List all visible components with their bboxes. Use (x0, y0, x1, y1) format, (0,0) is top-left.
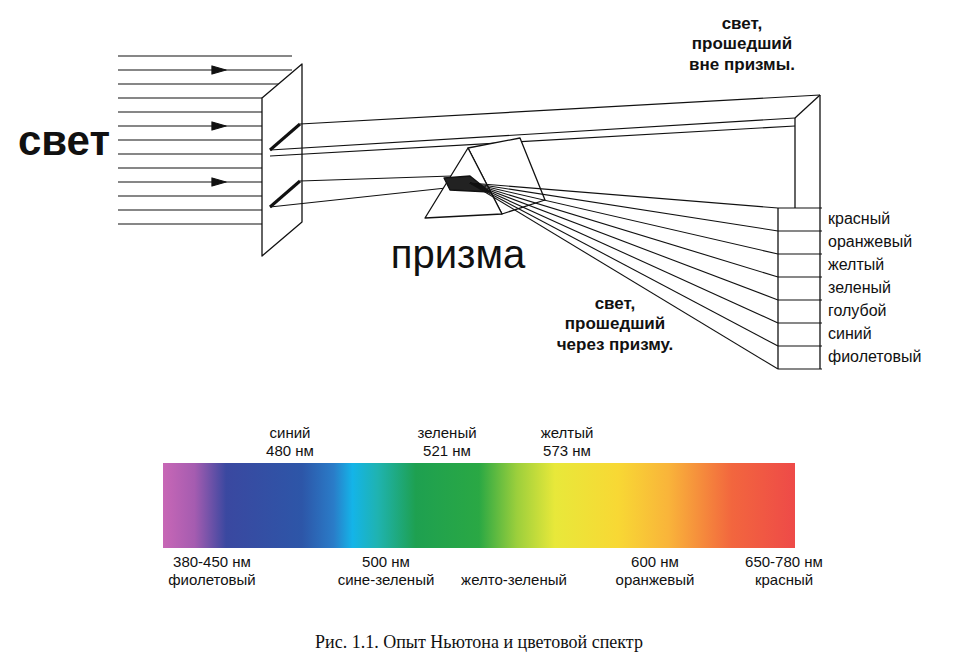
screen-box (819, 95, 820, 369)
spectrum-label: 480 нм (266, 442, 314, 460)
color-name: голубой (828, 301, 887, 320)
prism (425, 148, 502, 218)
outside-beam (270, 126, 795, 156)
outside-beam (300, 95, 820, 124)
light-ray (118, 83, 292, 84)
upper-slit (270, 124, 300, 150)
ray-arrowhead (212, 122, 226, 130)
spectrum-band-edge (778, 368, 822, 369)
spectrum-label: синий (270, 424, 311, 442)
spectrum-label: зеленый (417, 424, 476, 442)
spectrum-label: оранжевый (616, 571, 695, 589)
spectrum-label: красный (755, 571, 813, 589)
screen-box (794, 118, 795, 208)
light-ray (118, 69, 292, 70)
spectrum-band-edge (778, 207, 822, 208)
spectrum-label: 600 нм (631, 553, 679, 571)
spectrum-label: желто-зеленый (461, 571, 567, 589)
outside-beam (270, 118, 795, 150)
screen-box (795, 95, 820, 118)
spectrum-label: 521 нм (423, 442, 471, 460)
ray-arrowhead (212, 178, 226, 186)
part-name: призма (391, 230, 525, 278)
spectrum-band-edge (778, 345, 822, 346)
prism-experiment (118, 56, 822, 369)
lower-slit (270, 181, 300, 207)
spectrum-label: 500 нм (362, 553, 410, 571)
spectrum-band-edge (778, 322, 822, 323)
ray-arrowhead (212, 66, 226, 74)
color-name: фиолетовый (828, 347, 921, 366)
color-name: оранжевый (828, 232, 912, 251)
light-note: свет, прошедший вне призмы. (686, 14, 798, 75)
slit-screen (262, 64, 302, 256)
color-name: синий (828, 324, 872, 343)
figure-caption: Рис. 1.1. Опыт Ньютона и цветовой спектр (315, 632, 643, 653)
spectrum-bar (163, 463, 795, 548)
part-name: свет (18, 116, 110, 166)
spectrum-band-edge (778, 230, 822, 231)
spectrum-label: желтый (541, 424, 594, 442)
color-name: красный (828, 209, 890, 228)
spectrum-label: 650-780 нм (745, 553, 823, 571)
spectrum-band-edge (778, 299, 822, 300)
prism-beam (270, 188, 446, 207)
spectrum-label: фиолетовый (168, 571, 256, 589)
spectrum-band-edge (778, 276, 822, 277)
light-ray (118, 55, 292, 56)
spectrum-band-edge (778, 253, 822, 254)
prism-beam (300, 176, 452, 181)
screen-box (777, 208, 778, 369)
color-name: зеленый (828, 278, 891, 297)
color-name: желтый (828, 255, 884, 274)
spectrum-label: 380-450 нм (173, 553, 251, 571)
spectrum-label: сине-зеленый (338, 571, 435, 589)
light-note: свет, прошедший через призму. (548, 294, 683, 355)
spectrum-label: 573 нм (543, 442, 591, 460)
